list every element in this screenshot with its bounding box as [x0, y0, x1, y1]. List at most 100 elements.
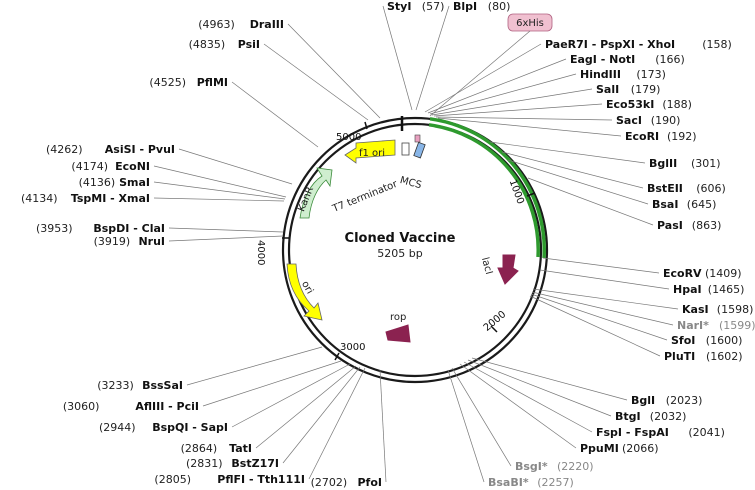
site-position: (4525) — [149, 76, 186, 89]
site-position: (3060) — [63, 400, 100, 413]
site-name: PfoI — [358, 476, 383, 489]
site-leader — [231, 81, 319, 148]
site-name: SacI — [616, 114, 642, 127]
tick-mark-3000 — [334, 352, 340, 361]
site-leader — [433, 103, 603, 117]
site-position: (158) — [702, 38, 732, 51]
mcs-box — [413, 141, 426, 159]
site-name: EcoRV — [663, 267, 702, 280]
site-right-1: BlpI(80) — [415, 0, 511, 111]
site-right-15: KasI(1598) — [532, 288, 753, 316]
site-leader — [178, 148, 293, 185]
site-position: (80) — [488, 0, 511, 13]
site-leader — [489, 141, 646, 164]
site-name: Eco53kI — [606, 98, 654, 111]
site-position: (1465) — [708, 283, 745, 296]
site-leader — [507, 159, 649, 205]
site-position: (4134) — [21, 192, 58, 205]
site-name: StyI — [387, 0, 411, 13]
site-leader — [463, 361, 593, 433]
site-position: (2032) — [650, 410, 687, 423]
site-name: TatI — [229, 442, 252, 455]
ori-arrow — [286, 263, 323, 321]
site-position: (166) — [655, 53, 685, 66]
site-position: (179) — [631, 83, 661, 96]
site-right-24: BsaBI*(2257) — [447, 369, 574, 489]
site-position: (301) — [691, 157, 721, 170]
site-right-16: NarI*(1599) — [531, 291, 755, 332]
site-position: (1409) — [705, 267, 742, 280]
insert-arc-inner — [428, 123, 540, 258]
site-left-11: BspQI - SapI(2944) — [99, 363, 351, 434]
site-left-13: BstZ17I(2831) — [186, 366, 361, 470]
site-name: PpuMI — [580, 442, 619, 455]
site-name: AsiSI - PvuI — [105, 143, 175, 156]
site-position: (4835) — [189, 38, 226, 51]
site-name: AflIII - PciI — [135, 400, 199, 413]
site-position: (57) — [422, 0, 445, 13]
site-left-12: TatI(2864) — [181, 365, 357, 455]
site-leader — [382, 5, 413, 111]
site-right-18: PluTI(1602) — [529, 295, 743, 363]
his-tag-label: 6xHis — [516, 18, 544, 29]
site-leader — [153, 197, 285, 202]
site-left-10: AflIII - PciI (3060) — [63, 360, 342, 413]
site-left-14: PflFI - Tth111I (2805) — [154, 367, 366, 486]
site-position: (863) — [692, 219, 722, 232]
site-right-8: EcoRI(192) — [437, 117, 697, 143]
plasmid-length: 5205 bp — [377, 247, 422, 260]
site-position: (1599) — [719, 319, 755, 332]
site-left-8: NruI(3919) — [94, 235, 284, 248]
site-name: EcoNI — [115, 160, 150, 173]
site-leader — [168, 227, 284, 233]
site-leader — [539, 269, 670, 290]
site-leader — [437, 117, 622, 137]
site-leader — [231, 363, 351, 428]
site-leader — [467, 359, 612, 417]
site-right-2: PaeR7I - PspXI - XhoI(158) — [424, 38, 732, 113]
site-name: HpaI — [673, 283, 702, 296]
tick-label-1000: 1000 — [507, 178, 526, 206]
site-right-7: SacI (190) — [435, 114, 681, 127]
tick-mark-2000 — [490, 325, 498, 333]
site-position: (2805) — [154, 473, 191, 486]
t7-terminator-label: T7 terminator — [330, 179, 400, 216]
site-right-20: BtgI(2032) — [467, 359, 687, 423]
site-leader — [287, 23, 381, 119]
site-name: PflMI — [197, 76, 228, 89]
site-name: KasI — [682, 303, 709, 316]
site-position: (2702) — [311, 476, 348, 489]
site-position: (4174) — [71, 160, 108, 173]
site-position: (2257) — [537, 476, 574, 489]
laci-arrow — [497, 254, 519, 285]
site-right-10: BstEII(606) — [501, 151, 726, 195]
site-leader — [530, 293, 668, 341]
f1-ori-label: f1 ori — [359, 148, 385, 159]
site-name: PluTI — [664, 350, 695, 363]
site-right-12: PasI(863) — [527, 177, 722, 232]
plasmid-title: Cloned Vaccine — [345, 231, 456, 246]
site-left-1: PsiI(4835) — [189, 38, 369, 121]
site-right-13: EcoRV(1409) — [542, 257, 742, 280]
tick-mark-1000 — [526, 192, 536, 197]
site-left-0: DraIII(4963) — [198, 18, 381, 119]
site-name: BglI — [631, 394, 655, 407]
site-position: (3919) — [94, 235, 131, 248]
site-position: (173) — [636, 68, 666, 81]
site-name: BsgI* — [515, 460, 548, 473]
site-leader — [447, 369, 485, 483]
site-name: PflFI - Tth111I — [217, 473, 305, 486]
site-position: (3953) — [36, 222, 73, 235]
site-name: BspQI - SapI — [152, 421, 228, 434]
site-position: (2831) — [186, 457, 223, 470]
site-right-23: BsgI* (2220) — [451, 367, 594, 473]
site-position: (4963) — [198, 18, 235, 31]
site-leader — [501, 151, 644, 189]
site-position: (2220) — [557, 460, 594, 473]
insert-arc-outer — [429, 117, 547, 259]
backbone-inner — [287, 122, 543, 378]
site-right-5: SalI(179) — [431, 83, 661, 116]
site-position: (190) — [651, 114, 681, 127]
site-leader — [429, 73, 577, 115]
